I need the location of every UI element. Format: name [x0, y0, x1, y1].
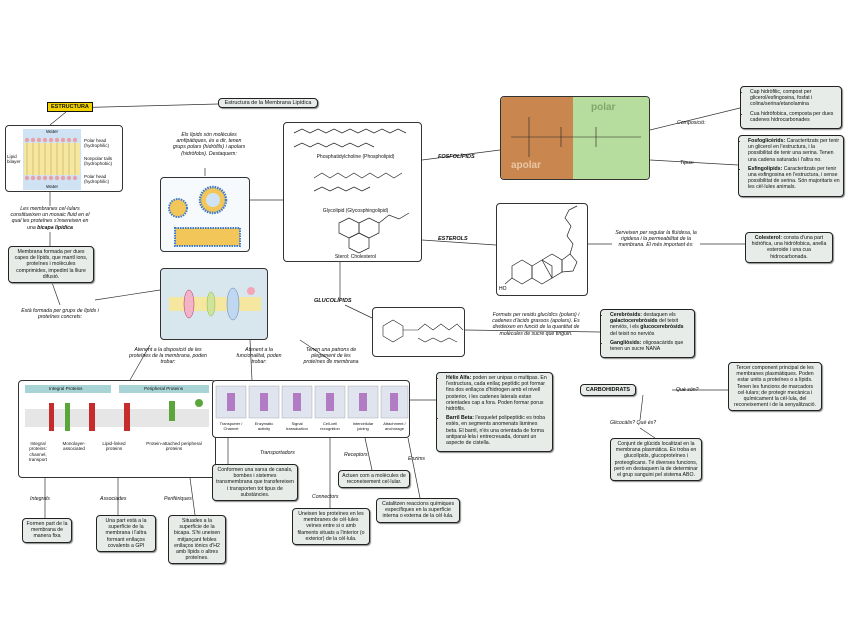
- composicio-box[interactable]: Cap hidròfilic, compost per glicerol/esf…: [740, 86, 842, 130]
- water-bottom: Water: [46, 184, 59, 189]
- enzims-box[interactable]: Catalitzen reaccions químiques específiq…: [376, 498, 460, 523]
- comp-item-2: Cua hidròfobica, composta per dues caden…: [750, 111, 838, 123]
- connectors-label: Connectors: [312, 494, 339, 500]
- mosaic-label: Les membranes cel·lulars constitueixen u…: [10, 206, 90, 231]
- fosfoglicerids-title: Fosfoglicèrids:: [748, 138, 786, 144]
- connectors-box[interactable]: Uneixen les proteïnes en les membranes d…: [292, 508, 370, 546]
- comp-item-1: Cap hidròfilic, compost per glicerol/esf…: [750, 89, 838, 108]
- fig-caption-2: Monolayer-associated: [62, 441, 86, 452]
- func-caption-2: Enzymatic activity: [254, 421, 274, 432]
- disposicio-label: Atenent a la disposició de les proteïnes…: [129, 347, 207, 366]
- receptors-label: Receptors: [344, 452, 368, 458]
- structure-label-3: Sterol: Cholesterol: [334, 254, 377, 260]
- structure-label-1: Phosphatidylcholine (Phospholipid): [316, 154, 395, 160]
- func-caption-1: Transporter / Channel: [219, 421, 243, 432]
- head-label-2: Polar head (hydrophilic): [84, 174, 110, 185]
- func-caption-5: Intercellular joining: [352, 421, 374, 432]
- transportadors-box[interactable]: Conformen una xarxa de canals, bombes i …: [212, 464, 298, 502]
- apolar-label: apolar: [511, 160, 542, 171]
- protein-function-figure: Transporter / Channel Enzymatic activity…: [212, 380, 410, 438]
- glicocalix-box[interactable]: Conjunt de glúcids localitzat en la memb…: [610, 438, 702, 482]
- func-caption-6: Attachment / anchorage: [383, 421, 406, 432]
- glicocalix-label: Glicocàlix? Què és?: [610, 420, 657, 426]
- fig-caption-3: Lipid-linked proteins: [102, 441, 126, 452]
- colesterol-box[interactable]: Colesterol: consta d'una part hidròfica,…: [745, 232, 833, 263]
- glucolipids-types-box[interactable]: Cerebròsids: destaquen els galactocerebr…: [600, 309, 695, 359]
- func-caption-4: Cell-cell recognition: [320, 421, 340, 432]
- head-label-1: Polar head (hydrophilic): [84, 138, 110, 149]
- glucolipids-desc: Formats per residu glucídics (polars) i …: [492, 312, 580, 337]
- integral-proteins-header: Integral Proteins: [49, 386, 83, 391]
- carbohidrats-desc-box[interactable]: Tercer component principal de les membra…: [728, 362, 822, 412]
- phospholipid-figure: apolar polar: [500, 96, 650, 180]
- bilayer-figure: Water Water Lipid bilayer Polar head (hy…: [5, 125, 123, 192]
- amphipathic-label: Els lípids són molècules amfipàtiques, é…: [172, 132, 246, 157]
- water-top: Water: [46, 129, 59, 134]
- fig-caption-1: Integral proteins: channel, transport: [28, 441, 48, 463]
- receptors-box[interactable]: Actuen com a molècules de reconeixement …: [338, 470, 410, 489]
- carbohidrats-label[interactable]: CARBOHIDRATS: [580, 384, 636, 397]
- associades-box[interactable]: Una part està a la superfície de la memb…: [96, 515, 156, 553]
- plegament-label: Tenen una patrons de plegament de les pr…: [303, 347, 359, 366]
- func-caption-3: Signal transduction: [286, 421, 308, 432]
- esfingolipids-title: Esfingolípids:: [748, 165, 783, 172]
- root-title[interactable]: Estructura de la Membrana Lipídica: [218, 98, 318, 109]
- membrane-protein-figure: [160, 268, 268, 340]
- periferiques-label: Perifèriques: [164, 496, 192, 502]
- lipid-groups-label: Està formada per grups de lípids i prote…: [21, 308, 99, 321]
- tipus-label: Tipus:: [680, 160, 695, 166]
- tipus-box[interactable]: Fosfoglicèrids: Caracteritzats per tenir…: [738, 135, 844, 197]
- fig-caption-4: Protein-attached peripheral proteins: [146, 441, 202, 452]
- glucolipids-label[interactable]: GLUCOLÍPIDS: [314, 298, 352, 304]
- structure-label-2: Glycolipid (Glycosphingolipid): [322, 208, 389, 214]
- composicio-label: Composició:: [677, 120, 706, 126]
- que-son-label: Què són?: [676, 387, 699, 393]
- protein-disposition-figure: Integral Proteins Peripheral Proteins In…: [18, 380, 216, 478]
- peripheral-proteins-header: Peripheral Proteins: [144, 386, 184, 391]
- esterols-label[interactable]: ESTEROLS: [438, 236, 468, 242]
- integrals-box[interactable]: Formen part de la membrana de manera fix…: [22, 518, 72, 543]
- associades-label: Associades: [100, 496, 127, 502]
- polar-label: polar: [591, 102, 616, 113]
- esterols-desc: Serveixen per regular la fluïdesa, la ri…: [615, 230, 697, 249]
- enzims-label: Enzims: [408, 456, 426, 462]
- tail-label: Nonpolar tails (hydrophobic): [84, 156, 113, 167]
- lipid-structures-figure: Phosphatidylcholine (Phospholipid) Glyco…: [283, 122, 422, 262]
- fosfoglicerids-text: Caracteritzats per tenir un glicerol en …: [748, 138, 840, 163]
- root-label[interactable]: ESTRUCTURA: [47, 102, 93, 113]
- membrane-box[interactable]: Membrana formada per dues capes de lípid…: [8, 246, 94, 284]
- periferiques-box[interactable]: Situades a la superfície de la bicapa. S…: [168, 515, 226, 565]
- micelle-figure: [160, 177, 250, 252]
- lipid-bilayer-label: Lipid bilayer: [7, 154, 21, 165]
- funcionalitat-label: Atenent a la funcionalitat, poden trobar…: [236, 347, 282, 366]
- integrals-label: Integrals: [30, 496, 50, 502]
- esfingolipids-text: Caracteritzats per tenir una esfingosina…: [748, 165, 840, 191]
- cholesterol-figure: HO: [496, 203, 588, 296]
- transportadors-label: Transportadors: [260, 450, 295, 456]
- fosfolipids-label[interactable]: FOSFOLÍPIDS: [438, 154, 475, 160]
- glycolipid-figure: [372, 307, 465, 357]
- folding-box[interactable]: Hèlix Alfa: poden ser unipas o multipas.…: [436, 372, 553, 453]
- svg-text:HO: HO: [499, 286, 507, 292]
